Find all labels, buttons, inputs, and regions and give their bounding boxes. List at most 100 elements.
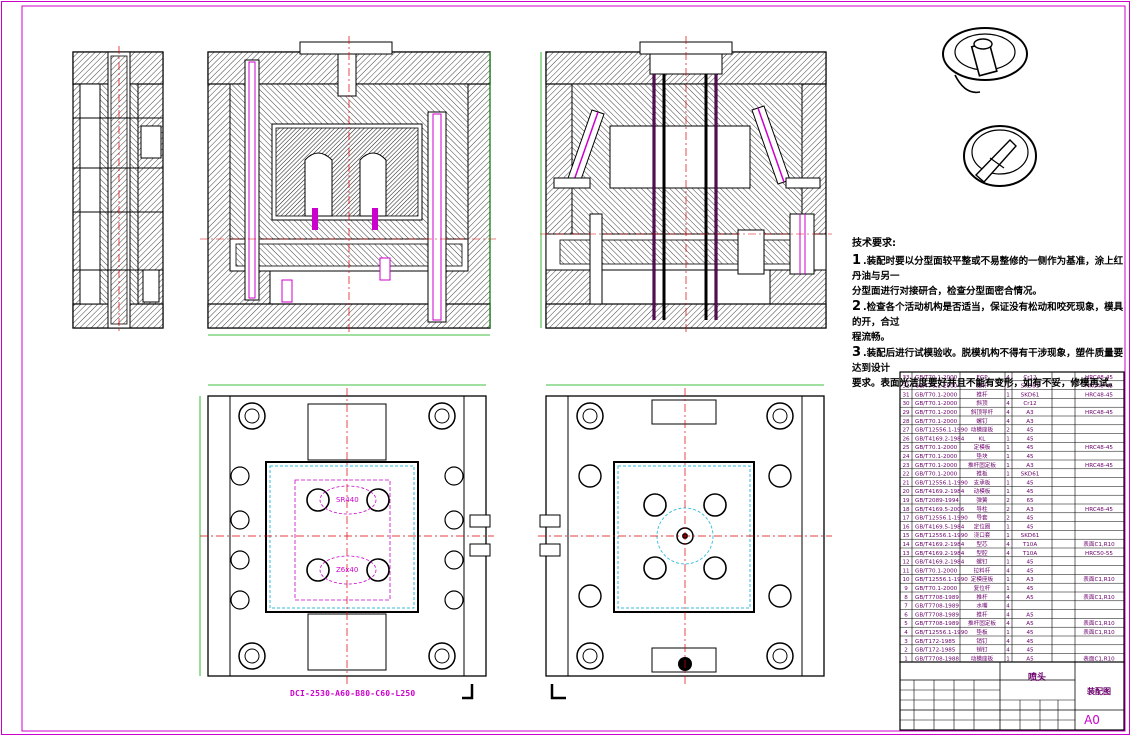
bom-qty: 4 <box>1006 639 1010 645</box>
bom-no: 16 <box>902 524 910 530</box>
sheet-size: A0 <box>1084 713 1100 727</box>
bom-no: 26 <box>902 436 910 442</box>
bom-no: 17 <box>902 516 910 522</box>
bom-name: 复位杆 <box>974 584 991 592</box>
side-section-view-2 <box>540 36 832 334</box>
bom-name: 动模座板 <box>971 654 994 662</box>
bom-qty: 1 <box>1006 463 1010 469</box>
bom-qty: 4 <box>1006 621 1010 627</box>
note-text-cont: 要求。表面光洁度要好并且不能有变形，如有不妥，修模再试。 <box>852 378 1119 389</box>
bom-std: GB/T172-1985 <box>915 648 956 654</box>
note-item: 1.装配时要以分型面较平整或不易整修的一侧作为基准，涂上红丹油与另一 分型面进行… <box>852 253 1124 299</box>
bom-std: GB/T4169.2-1984 <box>915 436 965 442</box>
bom-mat: Cr12 <box>1023 401 1036 407</box>
bom-std: GB/T7708-1989 <box>915 604 959 610</box>
bom-qty: 1 <box>1006 630 1010 636</box>
bom-mat: 45 <box>1026 454 1034 460</box>
bom-std: GB/T70.1-2000 <box>915 384 958 390</box>
bom-no: 5 <box>904 621 908 627</box>
bom-qty: 1 <box>1006 656 1010 662</box>
note-text: .检查各个活动机构是否适当，保证没有松动和咬死现象，模具的开，合过 <box>852 302 1124 328</box>
bom-std: GB/T70.1-2000 <box>915 410 958 416</box>
technical-requirements: 技术要求: 1.装配时要以分型面较平整或不易整修的一侧作为基准，涂上红丹油与另一… <box>852 236 1124 391</box>
bom-name: 螺钉 <box>976 558 988 566</box>
bom-mat: A3 <box>1026 507 1034 513</box>
bom-name: 导柱 <box>976 505 988 513</box>
bom-mat: 45 <box>1026 428 1034 434</box>
bom-std: GB/T70.1-2000 <box>915 568 958 574</box>
bom-qty: 1 <box>1006 445 1010 451</box>
bom-no: 8 <box>904 595 908 601</box>
note-item: 3.装配后进行试模验收。脱模机构不得有干涉现象，塑件质量要达到设计 要求。表面光… <box>852 345 1124 391</box>
bom-mat: SKD61 <box>1021 384 1040 390</box>
bom-qty: 1 <box>1006 384 1010 390</box>
bom-name: 垫块 <box>976 452 988 460</box>
bom-no: 22 <box>902 472 909 478</box>
bom-qty: 4 <box>1006 568 1010 574</box>
bom-qty: 1 <box>1006 577 1010 583</box>
bom-mat: 45 <box>1026 524 1034 530</box>
bom-qty: 4 <box>1006 648 1010 654</box>
bom-mat: 45 <box>1026 436 1034 442</box>
bom-mat: 45 <box>1026 489 1034 495</box>
bom-note: HRC48-45 <box>1085 384 1113 390</box>
bom-note: 表面C1,R10 <box>1083 540 1115 548</box>
inner-frame <box>21 5 1126 732</box>
bom-no: 18 <box>902 507 910 513</box>
bom-no: 1 <box>904 656 908 662</box>
dim-label-sr440: SR440 <box>336 496 359 504</box>
bom-no: 6 <box>904 612 908 618</box>
bom-note: 表面C1,R10 <box>1083 628 1115 636</box>
bom-qty: 1 <box>1006 533 1010 539</box>
bom-std: GB/T4169.2-1984 <box>915 560 965 566</box>
bom-mat: A5 <box>1026 612 1034 618</box>
bom-name: 动模板 <box>974 487 991 495</box>
bom-std: GB/T4169.2-1984 <box>915 551 965 557</box>
bom-name: 销钉 <box>976 646 988 654</box>
bom-name: 垫板 <box>976 628 988 636</box>
bom-mat: 45 <box>1026 586 1034 592</box>
bom-std: GB/T70.1-2000 <box>915 401 958 407</box>
bom-no: 29 <box>902 410 910 416</box>
bom-name: 定模座板 <box>971 575 994 583</box>
bom-std: GB/T12556.1-1990 <box>915 516 968 522</box>
bom-note: 表面C1,R10 <box>1083 619 1115 627</box>
bom-mat: T10A <box>1022 551 1038 557</box>
bom-name: 销钉 <box>976 637 988 645</box>
bom-name: 定模板 <box>974 443 991 451</box>
bom-name: 推杆固定板 <box>968 619 996 627</box>
bom-name: 动模座板 <box>971 426 994 434</box>
bom-name: 推板 <box>976 470 988 478</box>
bom-no: 21 <box>902 480 910 486</box>
bom-qty: 4 <box>1006 612 1010 618</box>
bom-note: HRC48-45 <box>1085 463 1113 469</box>
bom-mat: 45 <box>1026 568 1034 574</box>
bom-std: GB/T12556.1-1990 <box>915 428 968 434</box>
bom-no: 14 <box>902 542 910 548</box>
bom-std: GB/T70.1-2000 <box>915 454 958 460</box>
bom-mat: A5 <box>1026 595 1034 601</box>
bom-no: 2 <box>904 648 908 654</box>
front-section-view <box>200 36 498 336</box>
bom-mat: T10A <box>1022 542 1038 548</box>
bom-no: 20 <box>902 489 910 495</box>
note-text: .装配后进行试模验收。脱模机构不得有干涉现象，塑件质量要达到设计 <box>852 348 1124 374</box>
bom-qty: 4 <box>1006 542 1010 548</box>
bom-qty: 2 <box>1006 516 1010 522</box>
bom-std: GB/T70.1-2000 <box>915 375 958 381</box>
bom-mat: A5 <box>1026 621 1034 627</box>
bom-std: GB/T12556.1-1990 <box>915 577 968 583</box>
bom-name: 斜顶 <box>976 399 988 407</box>
bom-mat: Cr12 <box>1023 375 1036 381</box>
bom-qty: 1 <box>1006 472 1010 478</box>
bom-qty: 1 <box>1006 480 1010 486</box>
bom-qty: 4 <box>1006 375 1010 381</box>
bom-name: 拉料杆 <box>974 566 991 574</box>
bom-mat: A3 <box>1026 463 1034 469</box>
bom-std: GB/T12556.1-1990 <box>915 630 968 636</box>
bom-mat: SKD61 <box>1021 392 1040 398</box>
bom-qty: 4 <box>1006 410 1010 416</box>
note-text-cont: 分型面进行对接研合，检查分型面密合情况。 <box>852 286 1043 297</box>
bom-qty: 1 <box>1006 586 1010 592</box>
